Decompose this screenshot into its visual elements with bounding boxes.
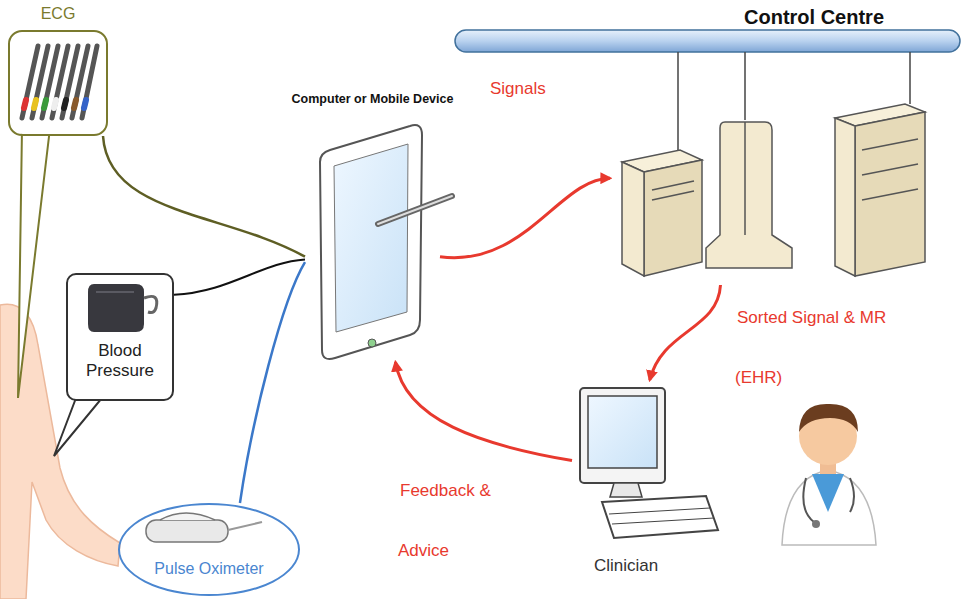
ecg-leads [22, 46, 97, 118]
server-rack [835, 104, 925, 276]
connector [174, 259, 305, 294]
server-unit [706, 122, 792, 268]
control-centre-node: Control Centre [610, 4, 935, 285]
oximeter-device [146, 520, 228, 542]
doctor-icon [782, 404, 876, 545]
bp-cuff [88, 284, 144, 332]
edge-label: Signals [488, 78, 568, 100]
edge-label-text: Sorted Signal & MR (EHR) [735, 308, 886, 387]
connector [103, 136, 305, 257]
callout-tail [54, 398, 102, 456]
edge-label: Feedback & Advice [398, 461, 516, 581]
blood-pressure-callout: Blood Pressure [66, 273, 174, 401]
connector [395, 362, 572, 461]
connector [650, 285, 721, 380]
ecg-callout: ECG [8, 30, 108, 136]
oximeter-ellipse: Pulse Oximeter [118, 503, 300, 596]
edge-label: Sorted Signal & MR (EHR) [735, 288, 940, 408]
callout-fill [67, 274, 173, 400]
node-label: Blood Pressure [72, 341, 168, 381]
node-label: Control Centre [744, 6, 884, 29]
tablet [320, 125, 422, 359]
clinician-node: Clinician [572, 380, 680, 592]
connector [440, 178, 610, 257]
server-tower [622, 150, 702, 276]
node-label: Pulse Oximeter [120, 560, 298, 578]
connector [240, 262, 305, 503]
node-label: Clinician [562, 556, 690, 576]
node-label: Computer or Mobile Device [245, 92, 500, 106]
edge-label-text: Feedback & Advice [398, 481, 491, 560]
workstation [580, 388, 718, 538]
callout-fill [10, 32, 106, 134]
node-label: ECG [0, 5, 126, 23]
callout-tail [18, 128, 50, 398]
edge-label-text: Signals [488, 79, 548, 98]
network-bar [455, 30, 960, 52]
device-node: Computer or Mobile Device [305, 92, 440, 362]
stylus [378, 196, 452, 224]
